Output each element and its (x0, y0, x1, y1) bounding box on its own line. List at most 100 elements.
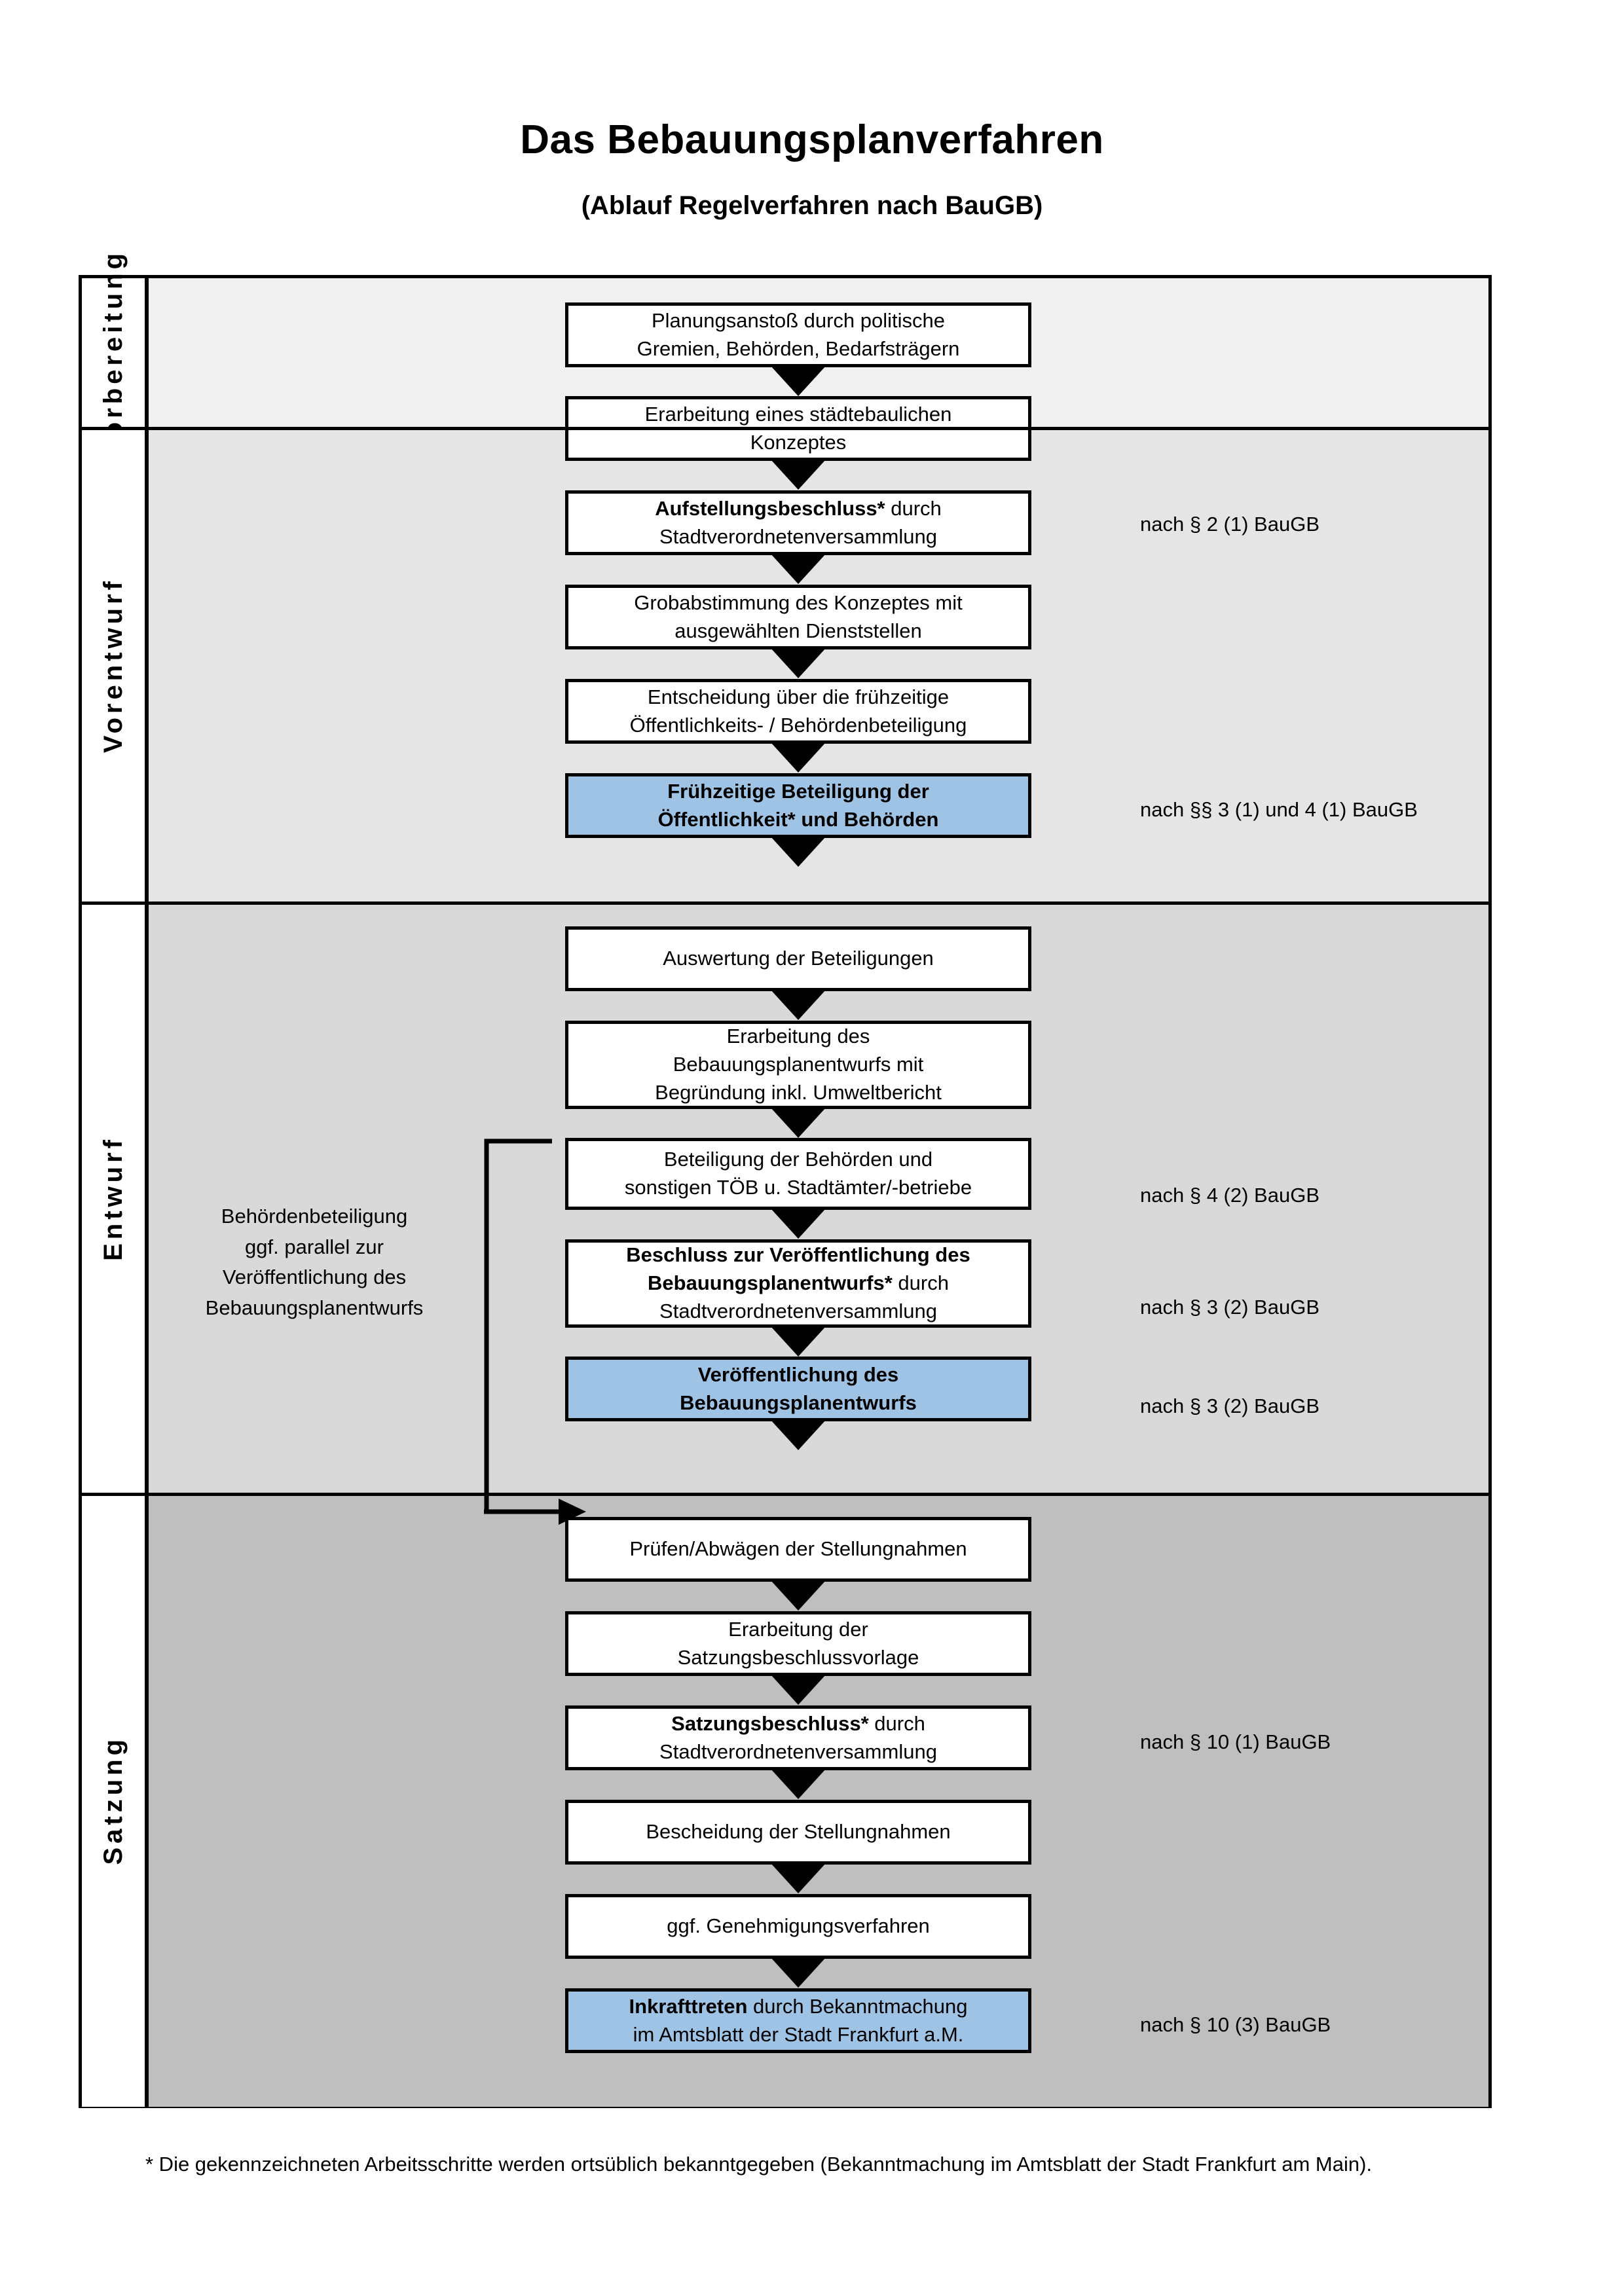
box-line: Veröffentlichung des (697, 1362, 899, 1386)
arrow-down-11 (771, 1420, 826, 1450)
legal-note-3-2-b: nach § 3 (2) BauGB (1140, 1394, 1320, 1417)
flow-box-fruehzeitige-beteiligung[interactable]: Frühzeitige Beteiligung der Öffentlichke… (565, 773, 1031, 838)
page-title: Das Bebauungsplanverfahren (520, 117, 1104, 162)
flow-box-planungsanstoss[interactable]: Planungsanstoß durch politische Gremien,… (565, 302, 1031, 367)
box-line: Beteiligung der Behörden und (663, 1148, 933, 1171)
phase-label-column-divider (145, 278, 149, 2105)
flow-box-erarbeitung-satzungsvorlage[interactable]: Erarbeitung der Satzungsbeschlussvorlage (565, 1611, 1031, 1676)
phase-label-cell-satzung: Satzung (82, 1494, 145, 2107)
box-line: Satzungsbeschluss* durch (575, 1710, 1022, 1738)
box-line: Öffentlichkeits- / Behördenbeteiligung (629, 713, 967, 737)
flow-box-inkrafttreten[interactable]: Inkrafttreten durch Bekanntmachung im Am… (565, 1988, 1031, 2053)
flow-box-entscheidung-fruehzeitige[interactable]: Entscheidung über die frühzeitige Öffent… (565, 679, 1031, 744)
box-line: Stadtverordnetenversammlung (659, 524, 937, 548)
flow-box-bescheidung-stellungnahmen[interactable]: Bescheidung der Stellungnahmen (565, 1800, 1031, 1865)
box-line: ggf. Genehmigungsverfahren (667, 1914, 930, 1938)
flow-box-beteiligung-behoerden-toeb[interactable]: Beteiligung der Behörden und sonstigen T… (565, 1138, 1031, 1210)
box-bold-text: Bebauungsplanentwurfs* (648, 1271, 893, 1295)
box-line: im Amtsblatt der Stadt Frankfurt a.M. (633, 2022, 964, 2046)
box-line: Begründung inkl. Umweltbericht (655, 1080, 942, 1104)
legal-note-10-1: nach § 10 (1) BauGB (1140, 1730, 1331, 1753)
box-line: Erarbeitung des (726, 1025, 870, 1048)
flow-box-erarbeitung-bebauungsplanentwurf[interactable]: Erarbeitung des Bebauungsplanentwurfs mi… (565, 1021, 1031, 1109)
box-line: sonstigen TÖB u. Stadtämter/-betriebe (624, 1176, 972, 1199)
box-line: Stadtverordnetenversammlung (659, 1740, 937, 1763)
legal-note-2-1: nach § 2 (1) BauGB (1140, 513, 1320, 536)
phase-label-cell-vorbereitung: Vorbereitung (82, 249, 145, 457)
title-block: Das Bebauungsplanverfahren (Ablauf Regel… (0, 117, 1624, 221)
box-bold-text: Aufstellungsbeschluss* (655, 496, 885, 520)
arrow-down-1 (771, 366, 826, 396)
box-line: Entscheidung über die frühzeitige (647, 685, 950, 708)
legal-note-10-3: nach § 10 (3) BauGB (1140, 2013, 1331, 2036)
box-plain-text: durch (892, 1271, 949, 1295)
flow-box-beschluss-veroeffentlichung[interactable]: Beschluss zur Veröffentlichung des Bebau… (565, 1239, 1031, 1328)
flow-box-veroeffentlichung-bebauungsplanentwurf[interactable]: Veröffentlichung des Bebauungsplanentwur… (565, 1357, 1031, 1421)
side-note-line: Bebauungsplanentwurfs (205, 1296, 424, 1319)
legal-note-4-2: nach § 4 (2) BauGB (1140, 1184, 1320, 1207)
legal-note-3-2-a: nach § 3 (2) BauGB (1140, 1296, 1320, 1319)
phase-label-cell-entwurf: Entwurf (82, 903, 145, 1494)
box-line: Gremien, Behörden, Bedarfsträgern (637, 337, 960, 360)
arrow-down-2 (771, 460, 826, 490)
box-plain-text: durch Bekanntmachung (747, 1994, 968, 2018)
page-subtitle: (Ablauf Regelverfahren nach BauGB) (581, 191, 1043, 221)
box-line: Bebauungsplanentwurfs* durch (575, 1269, 1022, 1298)
box-line: Planungsanstoß durch politische (651, 308, 946, 332)
box-line: Auswertung der Beteiligungen (663, 947, 934, 970)
box-line: Inkrafttreten durch Bekanntmachung (575, 1993, 1022, 2021)
box-line: Beschluss zur Veröffentlichung des (575, 1241, 1022, 1269)
legal-note-3-1-4-1: nach §§ 3 (1) und 4 (1) BauGB (1140, 798, 1418, 821)
flow-box-genehmigungsverfahren[interactable]: ggf. Genehmigungsverfahren (565, 1894, 1031, 1959)
flow-box-pruefen-abwaegen[interactable]: Prüfen/Abwägen der Stellungnahmen (565, 1517, 1031, 1582)
arrow-down-14 (771, 1769, 826, 1799)
box-line: Frühzeitige Beteiligung der (667, 779, 929, 803)
parallel-connector (484, 1139, 586, 1525)
flow-box-auswertung-beteiligungen[interactable]: Auswertung der Beteiligungen (565, 926, 1031, 991)
arrow-down-6 (771, 837, 826, 867)
flow-box-aufstellungsbeschluss[interactable]: Aufstellungsbeschluss* durch Stadtverord… (565, 490, 1031, 555)
phase-label-cell-vorentwurf: Vorentwurf (82, 428, 145, 903)
box-line: Erarbeitung der (728, 1617, 868, 1641)
box-line: Aufstellungsbeschluss* durch (575, 495, 1022, 523)
phase-divider-3 (82, 1493, 1488, 1496)
arrow-down-4 (771, 648, 826, 678)
box-line: Bebauungsplanentwurfs (680, 1391, 917, 1414)
arrow-down-10 (771, 1326, 826, 1357)
side-note-line: Veröffentlichung des (222, 1266, 407, 1288)
box-line: ausgewählten Dienststellen (674, 619, 922, 642)
box-line: Prüfen/Abwägen der Stellungnahmen (629, 1537, 967, 1561)
flow-box-satzungsbeschluss[interactable]: Satzungsbeschluss* durch Stadtverordnete… (565, 1705, 1031, 1770)
phase-label-satzung: Satzung (98, 1736, 128, 1865)
phase-label-entwurf: Entwurf (98, 1136, 128, 1261)
box-plain-text: durch (868, 1711, 925, 1735)
phase-divider-2 (82, 902, 1488, 905)
phase-label-vorentwurf: Vorentwurf (98, 577, 128, 754)
flowchart-frame: Vorbereitung Vorentwurf Entwurf Satzung … (79, 249, 1492, 2108)
arrow-down-15 (771, 1863, 826, 1893)
arrow-down-5 (771, 742, 826, 773)
footnote: * Die gekennzeichneten Arbeitsschritte w… (145, 2153, 1373, 2176)
box-line: Erarbeitung eines städtebaulichen (644, 402, 952, 426)
box-line: Satzungsbeschlussvorlage (677, 1645, 919, 1669)
box-line: Bescheidung der Stellungnahmen (646, 1820, 951, 1844)
phase-label-vorbereitung: Vorbereitung (98, 249, 128, 458)
arrow-down-3 (771, 554, 826, 584)
box-bold-text: Satzungsbeschluss* (671, 1711, 869, 1735)
phase-divider-1 (82, 427, 1488, 430)
box-line: Stadtverordnetenversammlung (659, 1299, 937, 1322)
box-bold-text: Beschluss zur Veröffentlichung des (626, 1243, 970, 1267)
arrow-down-13 (771, 1675, 826, 1705)
box-line: Bebauungsplanentwurfs mit (673, 1053, 924, 1076)
side-note-line: Behördenbeteiligung (221, 1205, 408, 1228)
flow-box-grobabstimmung[interactable]: Grobabstimmung des Konzeptes mit ausgewä… (565, 585, 1031, 649)
box-bold-text: Inkrafttreten (629, 1994, 748, 2018)
arrow-down-7 (771, 990, 826, 1020)
side-note-behoerdenbeteiligung: Behördenbeteiligung ggf. parallel zur Ve… (174, 1201, 455, 1323)
box-plain-text: durch (885, 496, 942, 520)
box-line: Öffentlichkeit* und Behörden (657, 807, 939, 831)
box-line: Konzeptes (750, 430, 847, 454)
arrow-down-16 (771, 1958, 826, 1988)
side-note-line: ggf. parallel zur (245, 1235, 384, 1258)
arrow-down-12 (771, 1580, 826, 1611)
